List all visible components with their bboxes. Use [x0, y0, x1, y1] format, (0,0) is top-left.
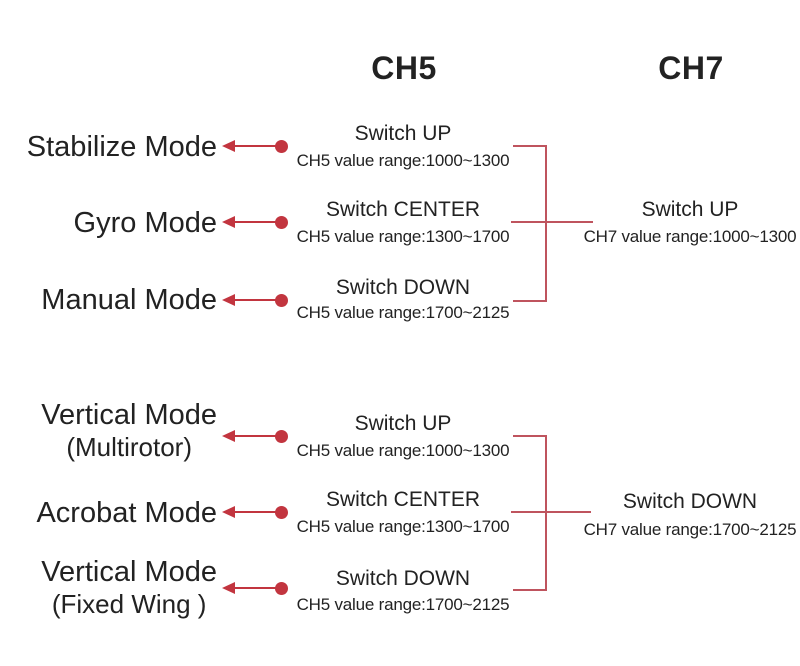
bottom-bracket-stub-center	[511, 511, 591, 513]
top-bracket-stub-down	[513, 300, 547, 302]
ch5-column-header: CH5	[371, 50, 437, 86]
arrow-head-icon	[222, 506, 235, 518]
mode-label-sub: (Fixed Wing )	[51, 589, 207, 619]
arrow-head-icon	[222, 216, 235, 228]
top-bracket-stub-center	[511, 221, 593, 223]
mode-label-main: Vertical Mode	[41, 556, 217, 588]
bottom-bracket-stub-down	[513, 589, 547, 591]
ch5-switch-center-range: CH5 value range:1300~1700	[296, 227, 510, 246]
arrow-head-icon	[222, 294, 235, 306]
mode-label-main: Vertical Mode	[41, 399, 217, 431]
mode-label-manual: Manual Mode	[41, 284, 217, 316]
ch5-switch-down-label-2: Switch DOWN	[335, 567, 471, 590]
arrow-manual	[222, 293, 288, 307]
bottom-bracket-stub-up	[513, 435, 547, 437]
ch7-column-header: CH7	[658, 50, 724, 86]
arrow-head-icon	[222, 430, 235, 442]
mode-label-acrobat: Acrobat Mode	[36, 497, 217, 529]
arrow-gyro	[222, 215, 288, 229]
ch5-switch-center-label-2: Switch CENTER	[325, 488, 481, 511]
ch5-switch-up-label-2: Switch UP	[354, 412, 452, 435]
ch7-bottom-range: CH7 value range:1700~2125	[583, 520, 797, 539]
arrow-shaft	[231, 434, 282, 438]
mode-label-vertical-fixedwing: Vertical Mode (Fixed Wing )	[41, 555, 217, 619]
arrow-vertical-fixedwing	[222, 581, 288, 595]
arrow-head-icon	[222, 140, 235, 152]
mode-label-gyro: Gyro Mode	[73, 207, 217, 239]
arrow-stabilize	[222, 139, 288, 153]
arrow-dot-icon	[275, 581, 288, 595]
arrow-dot-icon	[275, 139, 288, 153]
ch5-switch-down-range-2: CH5 value range:1700~2125	[296, 595, 510, 614]
arrow-dot-icon	[275, 215, 288, 229]
mode-label-sub: (Multirotor)	[66, 432, 192, 462]
ch5-switch-down-range: CH5 value range:1700~2125	[296, 303, 510, 322]
arrow-head-icon	[222, 582, 235, 594]
arrow-shaft	[231, 298, 282, 302]
arrow-vertical-multirotor	[222, 429, 288, 443]
ch7-bottom-switch-label: Switch DOWN	[622, 490, 758, 513]
bottom-bracket-vertical	[545, 435, 547, 591]
ch7-top-range: CH7 value range:1000~1300	[583, 227, 797, 246]
arrow-dot-icon	[275, 429, 288, 443]
arrow-shaft	[231, 220, 282, 224]
ch5-switch-up-range-2: CH5 value range:1000~1300	[296, 441, 510, 460]
top-bracket-vertical	[545, 145, 547, 302]
arrow-dot-icon	[275, 505, 288, 519]
ch5-switch-down-label: Switch DOWN	[335, 276, 471, 299]
arrow-shaft	[231, 144, 282, 148]
arrow-acrobat	[222, 505, 288, 519]
ch5-switch-up-label: Switch UP	[354, 122, 452, 145]
ch7-top-switch-label: Switch UP	[641, 198, 739, 221]
mode-label-stabilize: Stabilize Mode	[26, 131, 217, 163]
arrow-dot-icon	[275, 293, 288, 307]
ch5-switch-center-range-2: CH5 value range:1300~1700	[296, 517, 510, 536]
ch5-switch-center-label: Switch CENTER	[325, 198, 481, 221]
arrow-shaft	[231, 586, 282, 590]
arrow-shaft	[231, 510, 282, 514]
top-bracket-stub-up	[513, 145, 547, 147]
ch5-switch-up-range: CH5 value range:1000~1300	[296, 151, 510, 170]
mode-label-vertical-multirotor: Vertical Mode (Multirotor)	[41, 398, 217, 462]
